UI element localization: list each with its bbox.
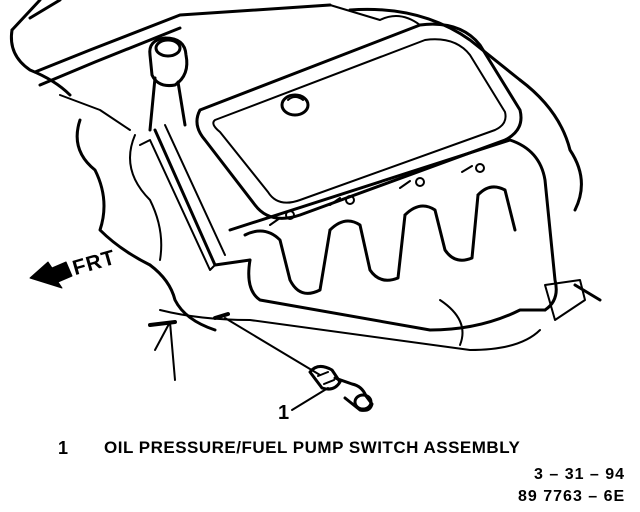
manifold [228,138,602,332]
engine-block-outline [9,0,583,332]
legend-text: OIL PRESSURE/FUEL PUMP SWITCH ASSEMBLY [104,438,521,457]
lower-block [148,299,541,381]
legend-number: 1 [58,438,69,458]
front-arrow-icon [29,261,73,289]
callout-leader [291,387,329,411]
oil-filler-tube [148,36,189,132]
date-code: 3 – 31 – 94 [534,466,626,483]
valve-cover [195,22,523,220]
cylinder-head [139,124,252,271]
switch-leader-line [213,312,321,376]
oil-pressure-switch-icon [308,365,374,412]
figure-code: 89 7763 – 6E [518,488,626,505]
callout-number: 1 [278,402,290,424]
